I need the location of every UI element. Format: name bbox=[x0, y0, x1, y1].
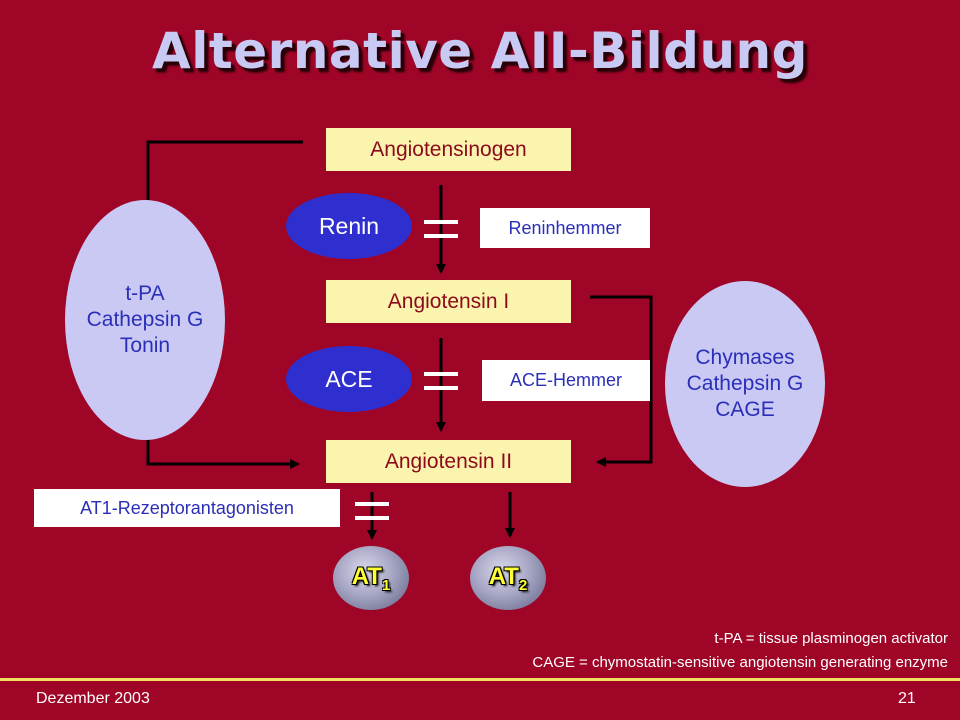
at1-receptor-label: AT1 bbox=[351, 562, 391, 594]
at1-receptor: AT1 bbox=[333, 546, 409, 610]
right-pathway-arrow bbox=[590, 295, 653, 467]
right-enzyme-3: CAGE bbox=[715, 398, 775, 421]
at2-receptor-label: AT2 bbox=[488, 562, 528, 594]
slide-title: Alternative AII-Bildung bbox=[152, 22, 808, 80]
footer-page-number: 21 bbox=[898, 690, 916, 707]
footer-divider bbox=[0, 678, 960, 681]
left-pathway-connector-top bbox=[146, 140, 303, 202]
note-cage: CAGE = chymostatin-sensitive angiotensin… bbox=[532, 654, 948, 671]
right-enzyme-1: Chymases bbox=[695, 346, 795, 369]
angiotensin-2-box: Angiotensin II bbox=[326, 440, 571, 483]
left-enzyme-1: t-PA bbox=[125, 282, 165, 305]
angiotensinogen-box: Angiotensinogen bbox=[326, 128, 571, 171]
inhibition-ace bbox=[424, 372, 458, 390]
renin-enzyme: Renin bbox=[286, 193, 412, 259]
left-enzyme-3: Tonin bbox=[119, 334, 171, 357]
ace-hemmer-label: ACE-Hemmer bbox=[482, 360, 650, 401]
left-pathway-arrow bbox=[146, 440, 300, 469]
reninhemmer-label: Reninhemmer bbox=[480, 208, 650, 248]
at2-receptor: AT2 bbox=[470, 546, 546, 610]
note-tpa: t-PA = tissue plasminogen activator bbox=[714, 630, 948, 647]
left-pathway-enzymes: t-PA Cathepsin G Tonin bbox=[65, 200, 225, 440]
angiotensin-1-box: Angiotensin I bbox=[326, 280, 571, 323]
footer-date: Dezember 2003 bbox=[36, 690, 150, 707]
inhibition-renin bbox=[424, 220, 458, 238]
right-enzyme-2: Cathepsin G bbox=[686, 372, 804, 395]
left-enzyme-2: Cathepsin G bbox=[86, 308, 204, 331]
at1-antagonist-label: AT1-Rezeptorantagonisten bbox=[34, 489, 340, 527]
right-pathway-enzymes: Chymases Cathepsin G CAGE bbox=[665, 281, 825, 487]
ace-enzyme: ACE bbox=[286, 346, 412, 412]
inhibition-at1 bbox=[355, 502, 389, 520]
